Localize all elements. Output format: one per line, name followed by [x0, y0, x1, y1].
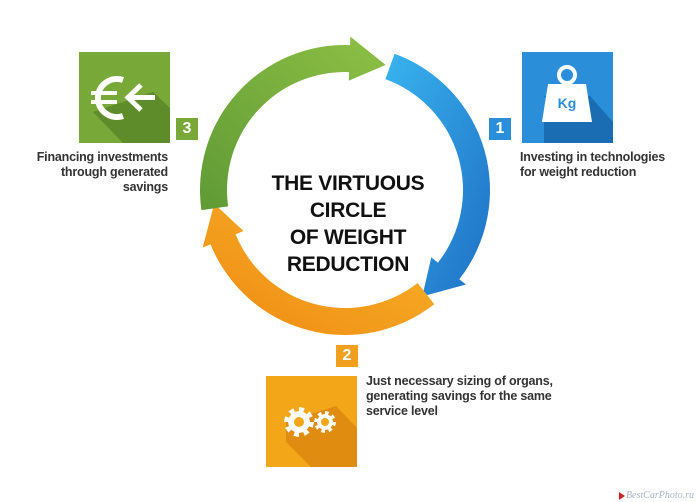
step-1-caption-line-2: for weight reduction [520, 165, 637, 179]
step-3-caption-line-2: through generated [60, 165, 168, 179]
step-1-badge: 1 [489, 118, 511, 140]
gear-hole [294, 417, 304, 427]
step-3-caption-line-3: savings [122, 180, 168, 194]
step-1-tile: Kg [522, 52, 613, 143]
step-1-caption-line-1: Investing in technologies [520, 150, 666, 164]
step-3-caption-line-1: Financing investments [36, 150, 168, 164]
step-2-tile [266, 376, 357, 467]
large-gear-icon [284, 407, 314, 437]
step-3-caption: Financing investments through generated … [28, 150, 168, 195]
diagram-title-line-1: THE VIRTUOUS CIRCLE [271, 172, 425, 222]
blue-arc-arrow [385, 53, 491, 297]
step-1-caption: Investing in technologies for weight red… [520, 150, 665, 180]
watermark-logo-icon [618, 491, 625, 500]
gear-hole [321, 418, 329, 426]
step-2-caption-line-2: generating savings for the same [366, 389, 552, 403]
kg-label: Kg [558, 95, 577, 111]
small-gear-icon [314, 411, 336, 433]
watermark: BestCarPhoto.ru [618, 490, 694, 501]
watermark-text: BestCarPhoto.ru [625, 490, 694, 501]
weight-kg-icon: Kg [542, 65, 613, 143]
diagram-title: THE VIRTUOUS CIRCLE OF WEIGHT REDUCTION [232, 170, 464, 278]
step-2-caption-line-1: Just necessary sizing of organs, [366, 374, 553, 388]
gears-icon [284, 406, 357, 467]
step-2-caption-line-3: service level [366, 404, 438, 418]
step-3-badge: 3 [176, 118, 198, 140]
step-2-caption: Just necessary sizing of organs, generat… [366, 374, 553, 419]
diagram-title-line-2: OF WEIGHT REDUCTION [286, 226, 410, 276]
euro-arrow-icon [91, 76, 170, 143]
step-2-badge: 2 [336, 345, 358, 367]
orange-arc-arrow [202, 203, 435, 336]
green-arc-arrow [200, 36, 386, 211]
step-3-tile [79, 52, 170, 143]
